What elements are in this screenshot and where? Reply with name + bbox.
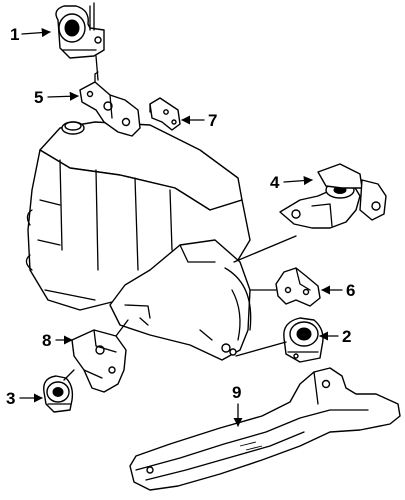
transaxle-mount-bracket xyxy=(275,267,321,307)
arrow-icon xyxy=(21,28,51,38)
callout-4: 4 xyxy=(270,173,313,192)
upper-engine-mount xyxy=(55,2,105,59)
round-insulator-mount xyxy=(283,317,324,363)
rear-mount-bracket xyxy=(71,329,127,393)
callout-label-1: 1 xyxy=(10,25,19,44)
callout-label-8: 8 xyxy=(42,331,51,350)
arrow-icon xyxy=(283,176,313,186)
callout-7: 7 xyxy=(181,111,217,130)
side-engine-mount xyxy=(279,163,387,229)
callout-label-4: 4 xyxy=(270,173,280,192)
callout-6: 6 xyxy=(321,281,355,300)
callout-5: 5 xyxy=(34,88,79,107)
callout-9: 9 xyxy=(232,383,243,427)
callout-label-2: 2 xyxy=(342,327,351,346)
arrow-icon xyxy=(47,91,79,101)
callout-2: 2 xyxy=(319,327,351,346)
callout-1: 1 xyxy=(10,25,51,44)
leader-lines xyxy=(63,55,297,381)
rear-insulator-mount xyxy=(43,375,74,413)
callout-label-5: 5 xyxy=(34,88,43,107)
crossmember xyxy=(129,367,401,491)
callout-3: 3 xyxy=(6,389,43,408)
callout-8: 8 xyxy=(42,331,73,350)
engine-block xyxy=(25,121,251,311)
callout-label-7: 7 xyxy=(208,111,217,130)
callout-label-3: 3 xyxy=(6,389,15,408)
engine-mount-bracket xyxy=(79,71,141,137)
callout-label-6: 6 xyxy=(346,281,355,300)
small-support-bracket xyxy=(149,97,181,131)
transaxle xyxy=(109,239,252,361)
callout-label-9: 9 xyxy=(232,383,241,402)
